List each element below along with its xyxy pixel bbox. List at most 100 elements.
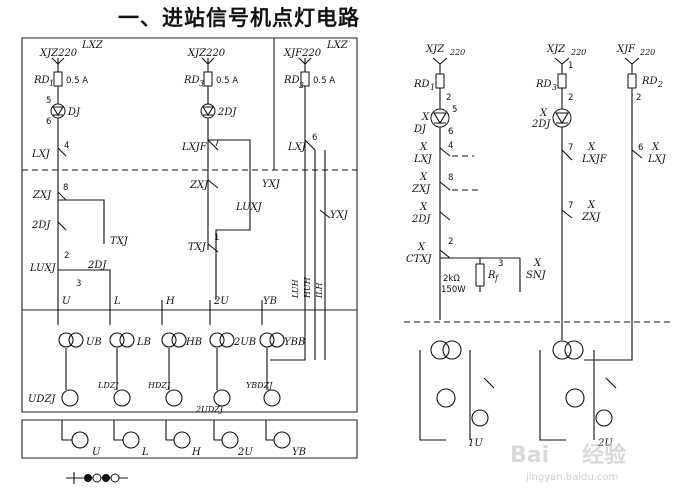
r-pin-6-c: 6: [638, 143, 643, 153]
left-secondary-wires: [65, 348, 268, 390]
fuse-rating-3: 0.5 A: [313, 76, 335, 86]
contact-lxj-left: LXJ: [31, 149, 51, 160]
relay-hdzj-label: HDZJ: [147, 381, 171, 390]
left-col2-blades: [207, 139, 219, 253]
contact-2dj-left-blade: [57, 221, 67, 231]
watermark-brand-2: 经验: [582, 442, 626, 468]
lamp-2u-label: 2U: [237, 447, 253, 458]
r-lamp-1u-label: 1U: [468, 438, 483, 449]
supply-xjf220: XJF220: [283, 48, 322, 59]
contact-zxj-left-2: ZXJ: [189, 180, 209, 191]
right-circuit: XJZ 220 XJZ 220 XJF 220 RD 1 RD 3 RD 2 2…: [404, 44, 672, 449]
page-title: 一、进站信号机点灯电路: [118, 6, 360, 30]
watermark-brand: Bai: [510, 443, 549, 468]
r-pin-7: 7: [568, 143, 573, 153]
contact-yxj-left-3: YXJ: [330, 210, 349, 221]
r-fuse-rd2: [627, 73, 637, 89]
relay-dj-diode: [52, 106, 64, 117]
r-lamp-relay-blades: [483, 377, 617, 389]
relay-2udzj-label: 2UDZJ: [195, 405, 224, 414]
r-supply-xjf: XJF: [616, 44, 636, 55]
r-resistor-rf-label: R: [487, 270, 496, 281]
transformer-lb-coil-a: [109, 332, 125, 348]
lamp-h-label: H: [191, 447, 201, 458]
r-fuse-rd3-label: RD: [535, 79, 552, 90]
r-col3-blade: [631, 149, 643, 159]
frame-tag-lxz-2: LXZ: [326, 40, 349, 51]
left-signal-head-frame: [21, 419, 358, 459]
r-col1-dashes: [452, 155, 480, 191]
left-return-wires: [270, 300, 326, 361]
r-pin-7-b: 7: [568, 201, 573, 211]
r-contact-zxj2: ZXJ: [581, 212, 601, 223]
contact-luxj-left: LUXJ: [29, 263, 57, 274]
contact-zxj-left: ZXJ: [32, 190, 52, 201]
r-transformer-2-coil-a: [552, 340, 572, 360]
fuse-rd2-sub: 2: [298, 81, 304, 90]
bus-luh: LUH: [291, 278, 300, 299]
r-supply-xjz-2-sub: 220: [570, 48, 586, 57]
transformer-ybb-coil-a: [259, 332, 275, 348]
fuse-rd1-sub: 1: [49, 79, 54, 88]
r-contact-2dj-x: X: [419, 202, 428, 213]
r-fuse-rd2-label: RD: [641, 76, 658, 87]
r-fuse-rd1-sub: 1: [430, 83, 435, 92]
transformer-row: [58, 332, 285, 348]
left-luxj-branch: [57, 250, 111, 300]
relay-ybdzj-icon: [263, 389, 281, 407]
lamp-yb-label: YB: [292, 447, 306, 458]
supply-xjz220-a: XJZ220: [39, 48, 78, 59]
fuse-rd1: [53, 71, 63, 87]
lamp-u-label: U: [92, 447, 101, 458]
r-transformer-1-coil-b: [442, 340, 462, 360]
r-col1-wire: [432, 57, 448, 260]
left-col1-terminal: [51, 57, 65, 65]
pin-3-a: 3: [76, 279, 81, 289]
r-relay-dj-label: DJ: [413, 124, 427, 135]
r-relay-1u-icon: [471, 409, 489, 427]
r-relay-dj-x: X: [421, 112, 430, 123]
r-contact-lxj-x: X: [419, 142, 428, 153]
fuse-rd1-label: RD: [33, 75, 50, 86]
fuse-rd2-label: RD: [283, 75, 300, 86]
contact-2dj-left-b: 2DJ: [87, 260, 107, 271]
r-col2-wire: [554, 57, 570, 230]
r-pin-4: 4: [448, 141, 453, 151]
transformer-lb-coil-b: [119, 332, 135, 348]
pin-6-c: 6: [312, 133, 317, 143]
r-contact-lxj3: LXJ: [647, 154, 667, 165]
left-bus-drops: [57, 300, 263, 325]
r-supply-xjz-2: XJZ: [546, 44, 566, 55]
legend-dot-1: [84, 474, 92, 482]
r-fuse-rd2-sub: 2: [657, 80, 663, 89]
pin-7: 7: [214, 139, 219, 149]
r-lamp-2u-label: 2U: [597, 438, 613, 449]
r-supply-xjz-1: XJZ: [425, 44, 445, 55]
r-resistor-value: 2kΩ: [443, 274, 460, 284]
r-pin-2-c: 2: [636, 93, 641, 103]
r-pin-8: 8: [448, 173, 453, 183]
r-relay-2u-icon: [595, 409, 613, 427]
transformer-2ub-coil-b: [219, 332, 235, 348]
r-resistor-rf: [475, 263, 485, 287]
bus-ilh: ILH: [315, 282, 324, 299]
fuse-rd2: [300, 71, 310, 87]
left-circuit: LXZ LXZ XJZ220 XJZ220 XJF220 RD 1 0.5 A …: [21, 37, 358, 484]
contact-luxj-left-2: LUXJ: [235, 202, 263, 213]
transformer-2ub-label: 2UB: [233, 337, 256, 348]
relay-ybdzj-label: YBDZJ: [246, 381, 273, 390]
r-lamp-1u-icon: [436, 388, 456, 408]
r-contact-zxj2-x: X: [587, 200, 596, 211]
transformer-ub-coil-a: [58, 332, 74, 348]
lamp-feed-wires: [61, 420, 274, 441]
transformer-ybb-label: YBB: [284, 337, 305, 348]
r-contact-ctxj-x: X: [417, 242, 426, 253]
lamp-2u-icon: [221, 431, 239, 449]
lamp-row: [71, 431, 291, 449]
left-relay-cabinet-frame: [21, 37, 358, 413]
r-resistor-power: 150W: [441, 285, 466, 295]
watermark-url: jingyan.baidu.com: [525, 472, 618, 483]
legend-dot-3: [102, 474, 110, 482]
left-col3-terminal: [298, 57, 312, 65]
